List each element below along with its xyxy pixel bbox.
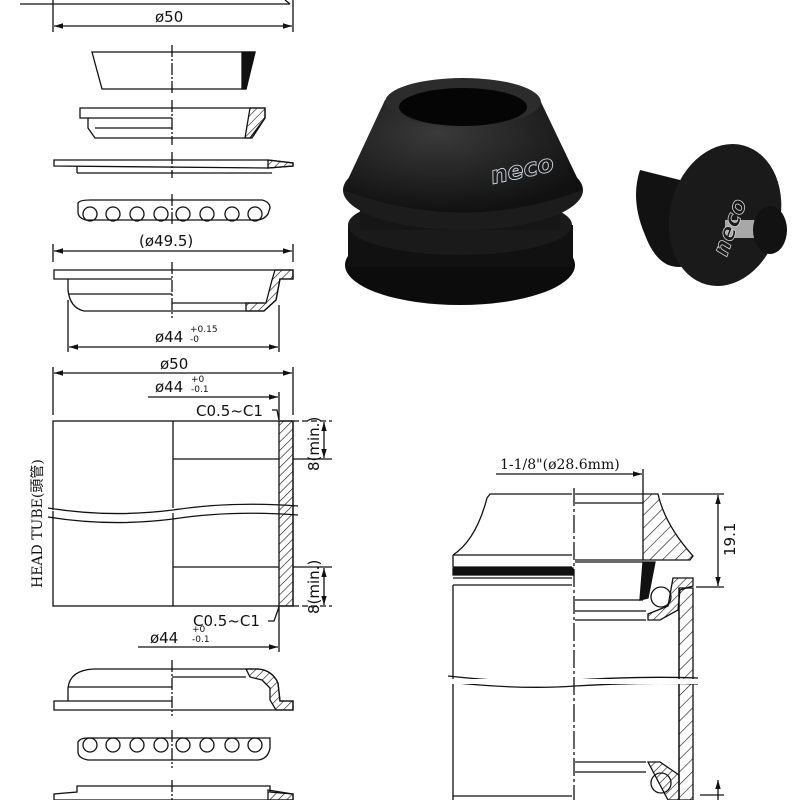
dim-text-50-headtube: ø50 [160, 355, 188, 373]
dim-tol-bore-bottom-plus: +0 [192, 625, 206, 635]
steerer-dim-text: 1-1/8"(ø28.6mm) [500, 457, 620, 473]
dim-tol-cup-plus: +0.15 [190, 325, 218, 335]
dim-tol-bore-top-minus: -0.1 [191, 385, 209, 395]
crown-race [53, 780, 294, 800]
depth-text-top: 8(min.) [305, 417, 323, 471]
upper-bearing-cup [53, 262, 294, 318]
dim-tol-cup-minus: -0 [190, 335, 199, 345]
dim-text-44-bore-top: ø44 [155, 378, 183, 396]
dim-text-44-cup: ø44 [155, 328, 183, 346]
conical-top-cover [91, 45, 256, 95]
dim-tol-bore-top-plus: +0 [191, 375, 205, 385]
chamfer-text-bottom: C0.5~C1 [193, 612, 260, 630]
head-tube-section [47, 420, 299, 607]
compression-ring [79, 100, 266, 145]
lower-bearing-cup [53, 660, 294, 716]
head-tube-label: HEAD TUBE(頭管) [30, 459, 46, 588]
dim-text-50-top: ø50 [155, 8, 183, 26]
top-cover-part [20, 0, 294, 32]
depth-text-bottom: 8(min.) [305, 560, 323, 614]
top-cap-photo: neco [636, 144, 787, 286]
dim-tol-bore-bottom-minus: -0.1 [192, 635, 210, 645]
dim-text-44-bore-bottom: ø44 [150, 629, 178, 647]
headset-photo: neco [343, 78, 583, 305]
chamfer-text-top: C0.5~C1 [196, 402, 263, 420]
product-photo: neco neco [330, 60, 800, 360]
upper-bearing-balls [77, 194, 271, 226]
lower-bearing-balls [77, 730, 271, 768]
seal-plate [53, 152, 294, 178]
stack-height-text: 19.1 [721, 523, 739, 556]
assembled-headset-section [440, 469, 724, 800]
dim-text-49-5: (ø49.5) [139, 232, 193, 250]
